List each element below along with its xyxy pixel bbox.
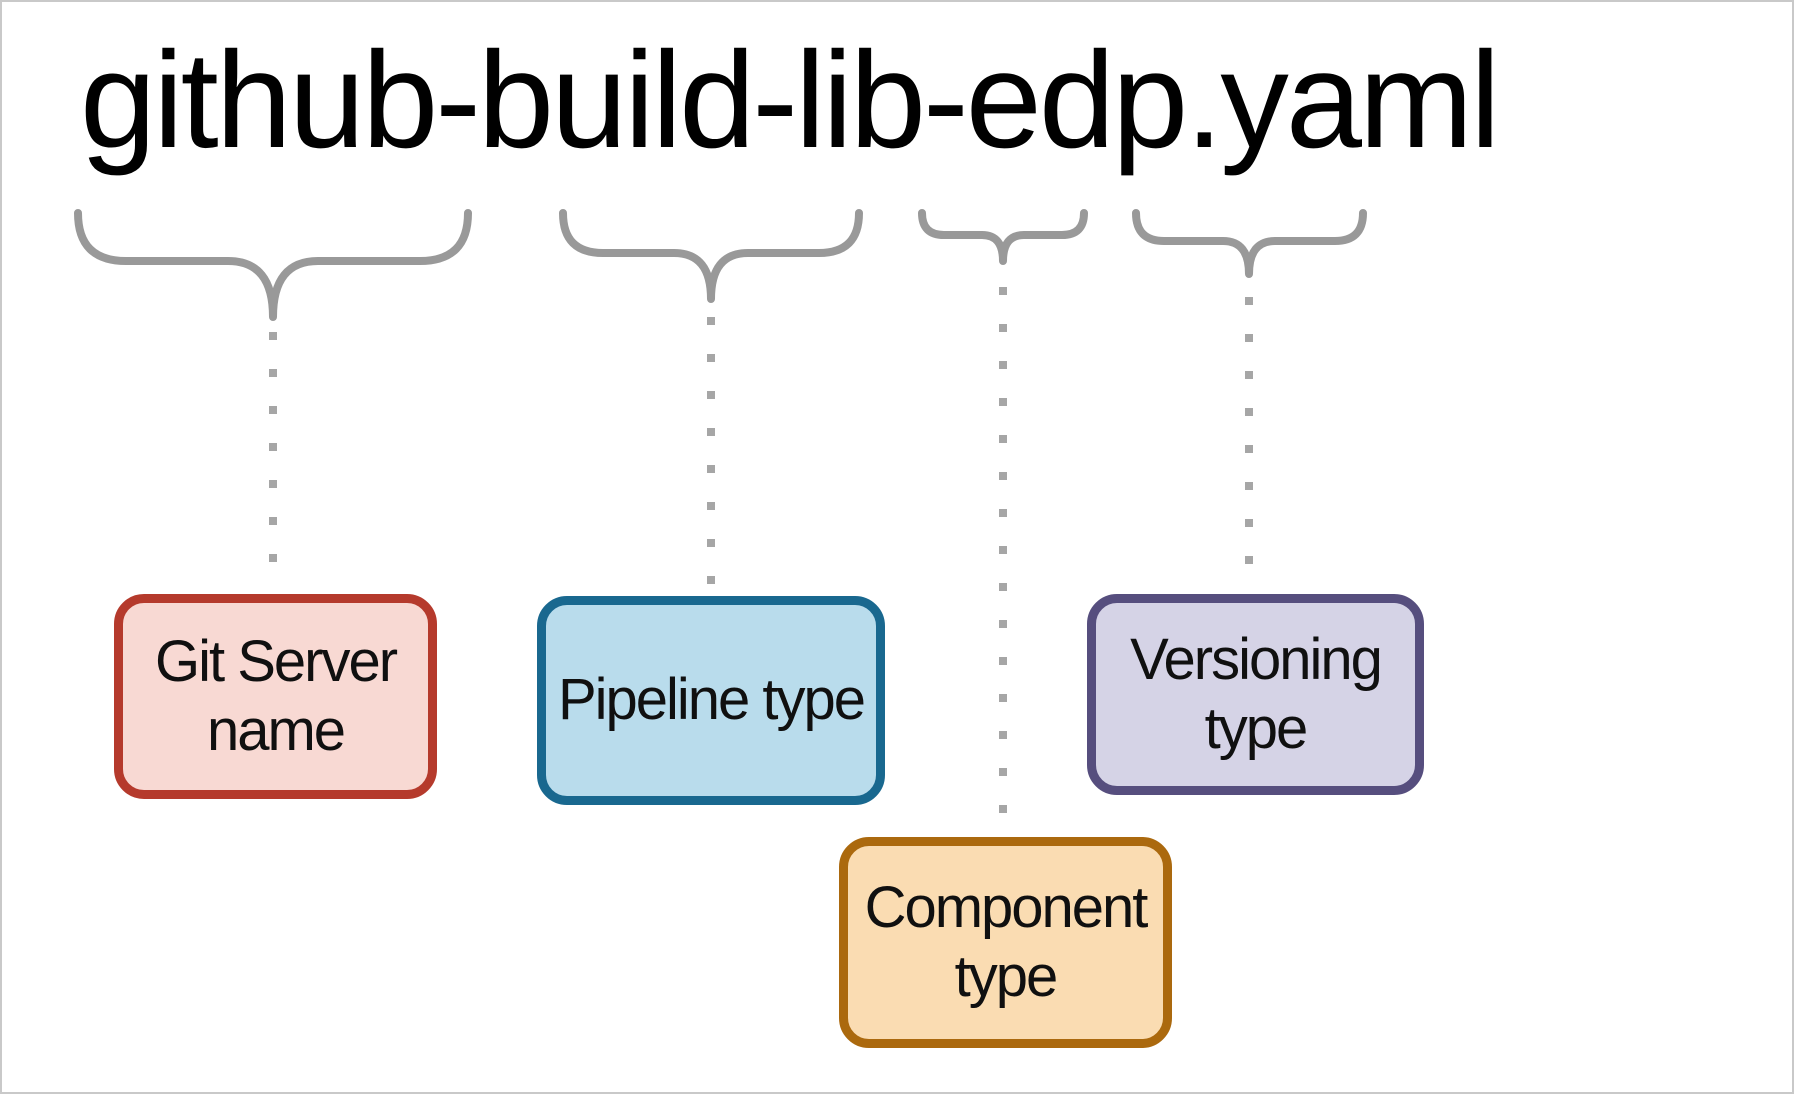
component-type-box: Component type: [839, 837, 1172, 1048]
git-server-name-label: Git Server name: [154, 629, 398, 763]
brace-segment-lib-icon: [918, 209, 1088, 265]
dotted-connector-versioning: [1245, 297, 1253, 587]
brace-segment-build-icon: [559, 209, 863, 303]
filename-title: github-build-lib-edp.yaml: [80, 24, 1501, 177]
pipeline-type-box: Pipeline type: [537, 596, 885, 805]
versioning-type-box: Versioning type: [1087, 594, 1424, 795]
brace-segment-edp-icon: [1132, 209, 1367, 278]
dotted-connector-git-server: [269, 332, 277, 587]
dotted-connector-component: [999, 287, 1007, 835]
component-type-label: Component type: [864, 875, 1149, 1009]
pipeline-type-label: Pipeline type: [557, 667, 866, 733]
dotted-connector-pipeline: [707, 317, 715, 589]
git-server-name-box: Git Server name: [114, 594, 437, 799]
brace-segment-github-icon: [74, 209, 472, 321]
versioning-type-label: Versioning type: [1130, 627, 1383, 761]
